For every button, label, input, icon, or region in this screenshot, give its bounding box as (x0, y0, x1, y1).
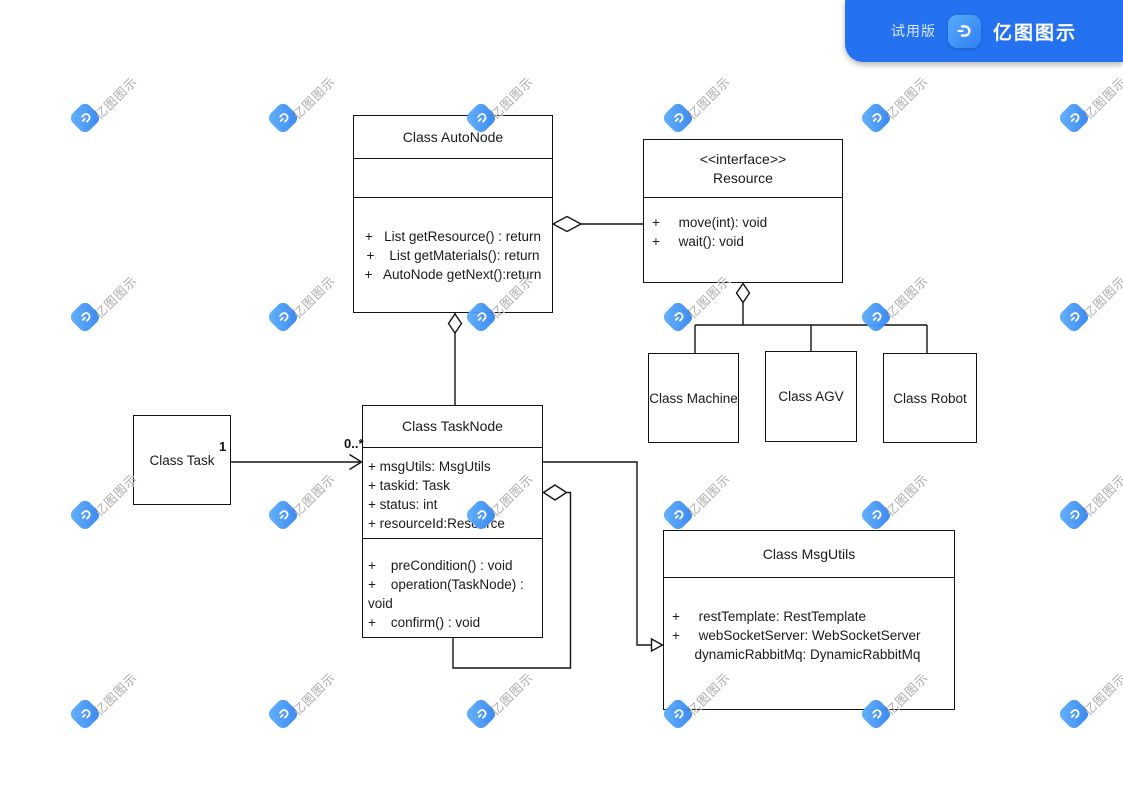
aggregation-diamond-icon (735, 282, 751, 304)
class-box-autonode[interactable]: Class AutoNode + List getResource() : re… (353, 115, 553, 313)
method-item: + AutoNode getNext():return (364, 267, 542, 282)
multiplicity-label-target: 0..* (344, 436, 364, 451)
method-item: + wait(): void (652, 234, 744, 249)
methods-compartment: + move(int): void + wait(): void (644, 198, 842, 282)
aggregation-diamond-icon (447, 312, 463, 335)
brand-name: 亿图图示 (992, 22, 1077, 44)
trial-badge[interactable]: 试用版 亿图图示 (845, 0, 1123, 62)
class-title: Class AutoNode (354, 116, 552, 159)
field-item: + resourceId:Resource (368, 516, 505, 531)
class-box-task[interactable]: Class Task (133, 415, 231, 505)
field-item: + taskid: Task (368, 478, 450, 493)
method-item: + List getResource() : return (365, 229, 541, 244)
connector-resource-implementations[interactable] (694, 282, 928, 355)
connector-autonode-tasknode-aggregation[interactable] (447, 312, 463, 405)
connector-autonode-resource-aggregation[interactable] (551, 215, 643, 233)
class-title: Class Task (149, 452, 215, 468)
method-item: + preCondition() : void (368, 558, 513, 573)
class-title: Class AGV (778, 389, 844, 404)
class-title: Class MsgUtils (664, 531, 954, 578)
class-box-tasknode[interactable]: Class TaskNode + msgUtils: MsgUtils + ta… (362, 405, 543, 638)
method-item: void (368, 596, 393, 611)
connector-task-tasknode-association[interactable] (231, 453, 363, 471)
interface-name: Resource (713, 169, 773, 186)
connector-tasknode-self-aggregation[interactable] (452, 484, 572, 669)
class-title: Class TaskNode (363, 406, 542, 448)
fields-compartment (354, 159, 552, 198)
stereotype-label: <<interface>> (699, 150, 787, 167)
multiplicity-label-source: 1 (219, 439, 227, 454)
field-item: + status: int (368, 497, 438, 512)
class-box-machine[interactable]: Class Machine (648, 353, 739, 443)
connector-tasknode-msgutils[interactable] (543, 461, 664, 653)
class-box-msgutils[interactable]: Class MsgUtils + restTemplate: RestTempl… (663, 530, 955, 710)
field-item: + msgUtils: MsgUtils (368, 459, 491, 474)
aggregation-diamond-icon (542, 484, 568, 501)
fields-compartment: + restTemplate: RestTemplate + webSocket… (664, 578, 954, 709)
method-item: + move(int): void (652, 215, 768, 230)
open-arrow-icon (349, 453, 363, 471)
method-item: + operation(TaskNode) : (368, 577, 524, 592)
hollow-arrow-icon (650, 637, 664, 653)
method-item: + confirm() : void (368, 615, 481, 630)
class-box-resource-interface[interactable]: <<interface>> Resource + move(int): void… (643, 139, 843, 283)
class-title: Class Robot (893, 390, 967, 406)
field-item: dynamicRabbitMq: DynamicRabbitMq (672, 647, 921, 662)
class-box-robot[interactable]: Class Robot (883, 353, 977, 443)
field-item: + restTemplate: RestTemplate (672, 609, 866, 624)
trial-version-label: 试用版 (890, 23, 936, 39)
aggregation-diamond-icon (551, 215, 583, 233)
methods-compartment: + List getResource() : return + List get… (354, 198, 552, 312)
class-title: Class Machine (649, 390, 738, 406)
class-title: <<interface>> Resource (644, 140, 842, 198)
class-box-agv[interactable]: Class AGV (765, 351, 857, 442)
fields-compartment: + msgUtils: MsgUtils + taskid: Task + st… (363, 448, 542, 539)
field-item: + webSocketServer: WebSocketServer (672, 628, 921, 643)
methods-compartment: + preCondition() : void + operation(Task… (363, 539, 542, 637)
method-item: + List getMaterials(): return (366, 248, 540, 263)
edraw-logo-icon (947, 14, 981, 48)
